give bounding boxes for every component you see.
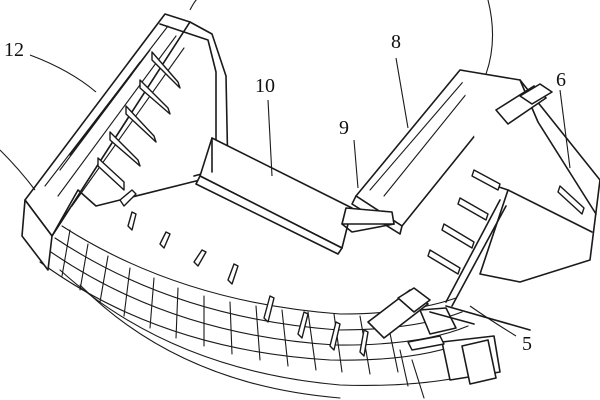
label-6: 6 (556, 69, 566, 91)
label-12: 12 (4, 39, 24, 61)
connector-9 (341, 207, 395, 233)
block-5-area (367, 287, 531, 399)
label-10: 10 (255, 75, 275, 97)
label-8: 8 (391, 31, 401, 53)
block-12 (21, 13, 229, 271)
block-6 (427, 69, 600, 307)
label-5: 5 (522, 333, 532, 355)
slab-10 (195, 137, 353, 255)
leader-lines (0, 0, 571, 337)
lattice-fins (127, 211, 369, 357)
lattice-base (39, 225, 491, 399)
label-9: 9 (339, 117, 349, 139)
